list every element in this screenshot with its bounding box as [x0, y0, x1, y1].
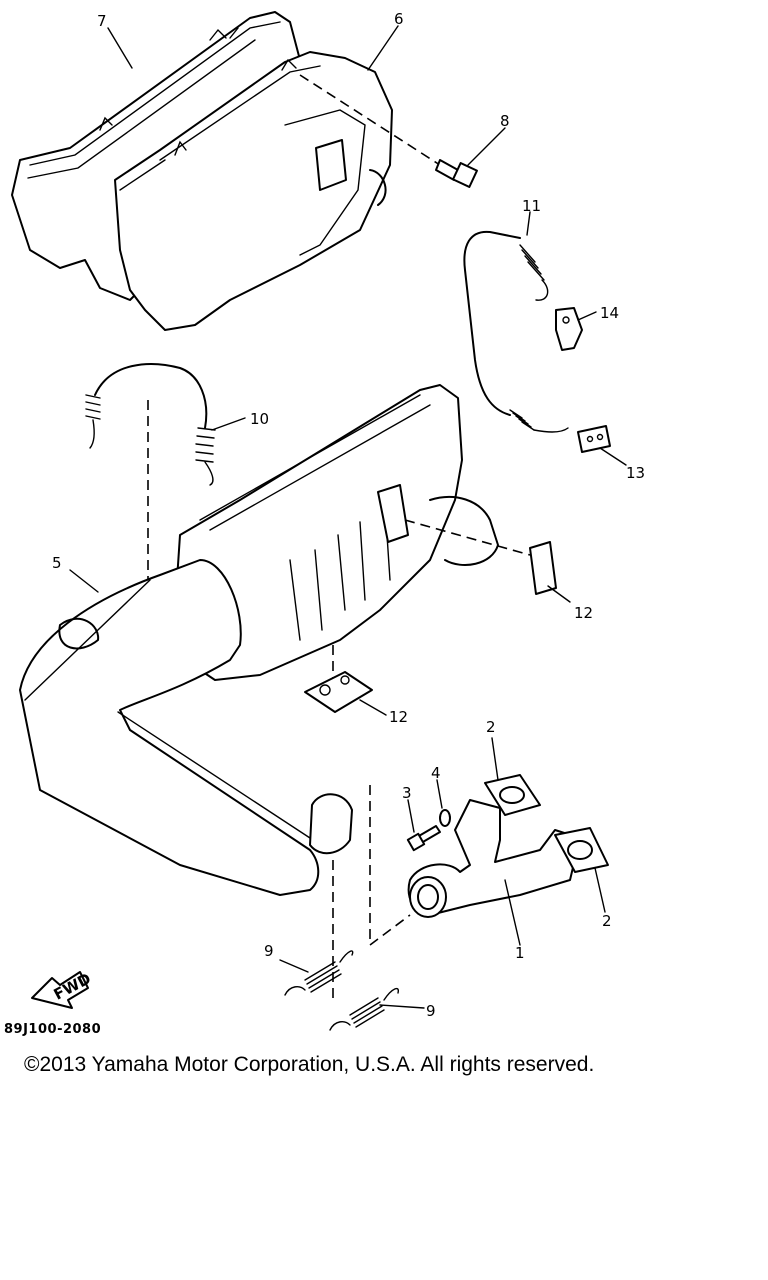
callout-2-upper: 2	[486, 718, 496, 736]
part-6-inner-protector	[114, 51, 393, 331]
callout-5: 5	[52, 554, 62, 572]
callout-14: 14	[600, 304, 619, 322]
copyright-notice: ©2013 Yamaha Motor Corporation, U.S.A. A…	[24, 1053, 595, 1076]
part-12-upper-damper	[404, 519, 557, 595]
callout-8: 8	[500, 112, 510, 130]
callout-2-lower: 2	[602, 912, 612, 930]
callout-12-lower: 12	[389, 708, 408, 726]
callout-4: 4	[431, 764, 441, 782]
part-1-exhaust-pipe	[369, 785, 581, 947]
callout-9-upper: 9	[264, 942, 274, 960]
leader-lines	[69, 25, 627, 1009]
part-10-spring	[85, 363, 216, 590]
part-3-bolt	[406, 825, 441, 852]
part-5-muffler	[19, 384, 499, 896]
part-4-washer	[439, 809, 451, 827]
callout-10: 10	[250, 410, 269, 428]
callout-labels: 7 6 8 11 14 10 13 5 12 12 2 4 3 2 1 9 9	[52, 10, 645, 1020]
exhaust-parts-diagram: FWD 7 6 8 11 14 10 13 5 12 12 2 4 3 2 1	[11, 10, 645, 1031]
diagram-code: 89J100-2080	[4, 1022, 102, 1037]
part-9-springs	[284, 860, 399, 1031]
callout-13: 13	[626, 464, 645, 482]
callout-7: 7	[97, 12, 107, 30]
part-2-gaskets	[484, 774, 609, 873]
callout-11: 11	[522, 197, 541, 215]
part-13-damper	[577, 425, 611, 453]
callout-9-lower: 9	[426, 1002, 436, 1020]
callout-12-upper: 12	[574, 604, 593, 622]
part-14-bracket	[555, 307, 583, 351]
fwd-arrow-icon: FWD	[31, 969, 94, 1009]
part-11-spring-hanger	[463, 230, 569, 433]
part-8-bolt	[299, 74, 478, 188]
part-12-lower-damper	[304, 645, 373, 713]
callout-3: 3	[402, 784, 412, 802]
callout-1: 1	[515, 944, 525, 962]
callout-6: 6	[394, 10, 404, 28]
